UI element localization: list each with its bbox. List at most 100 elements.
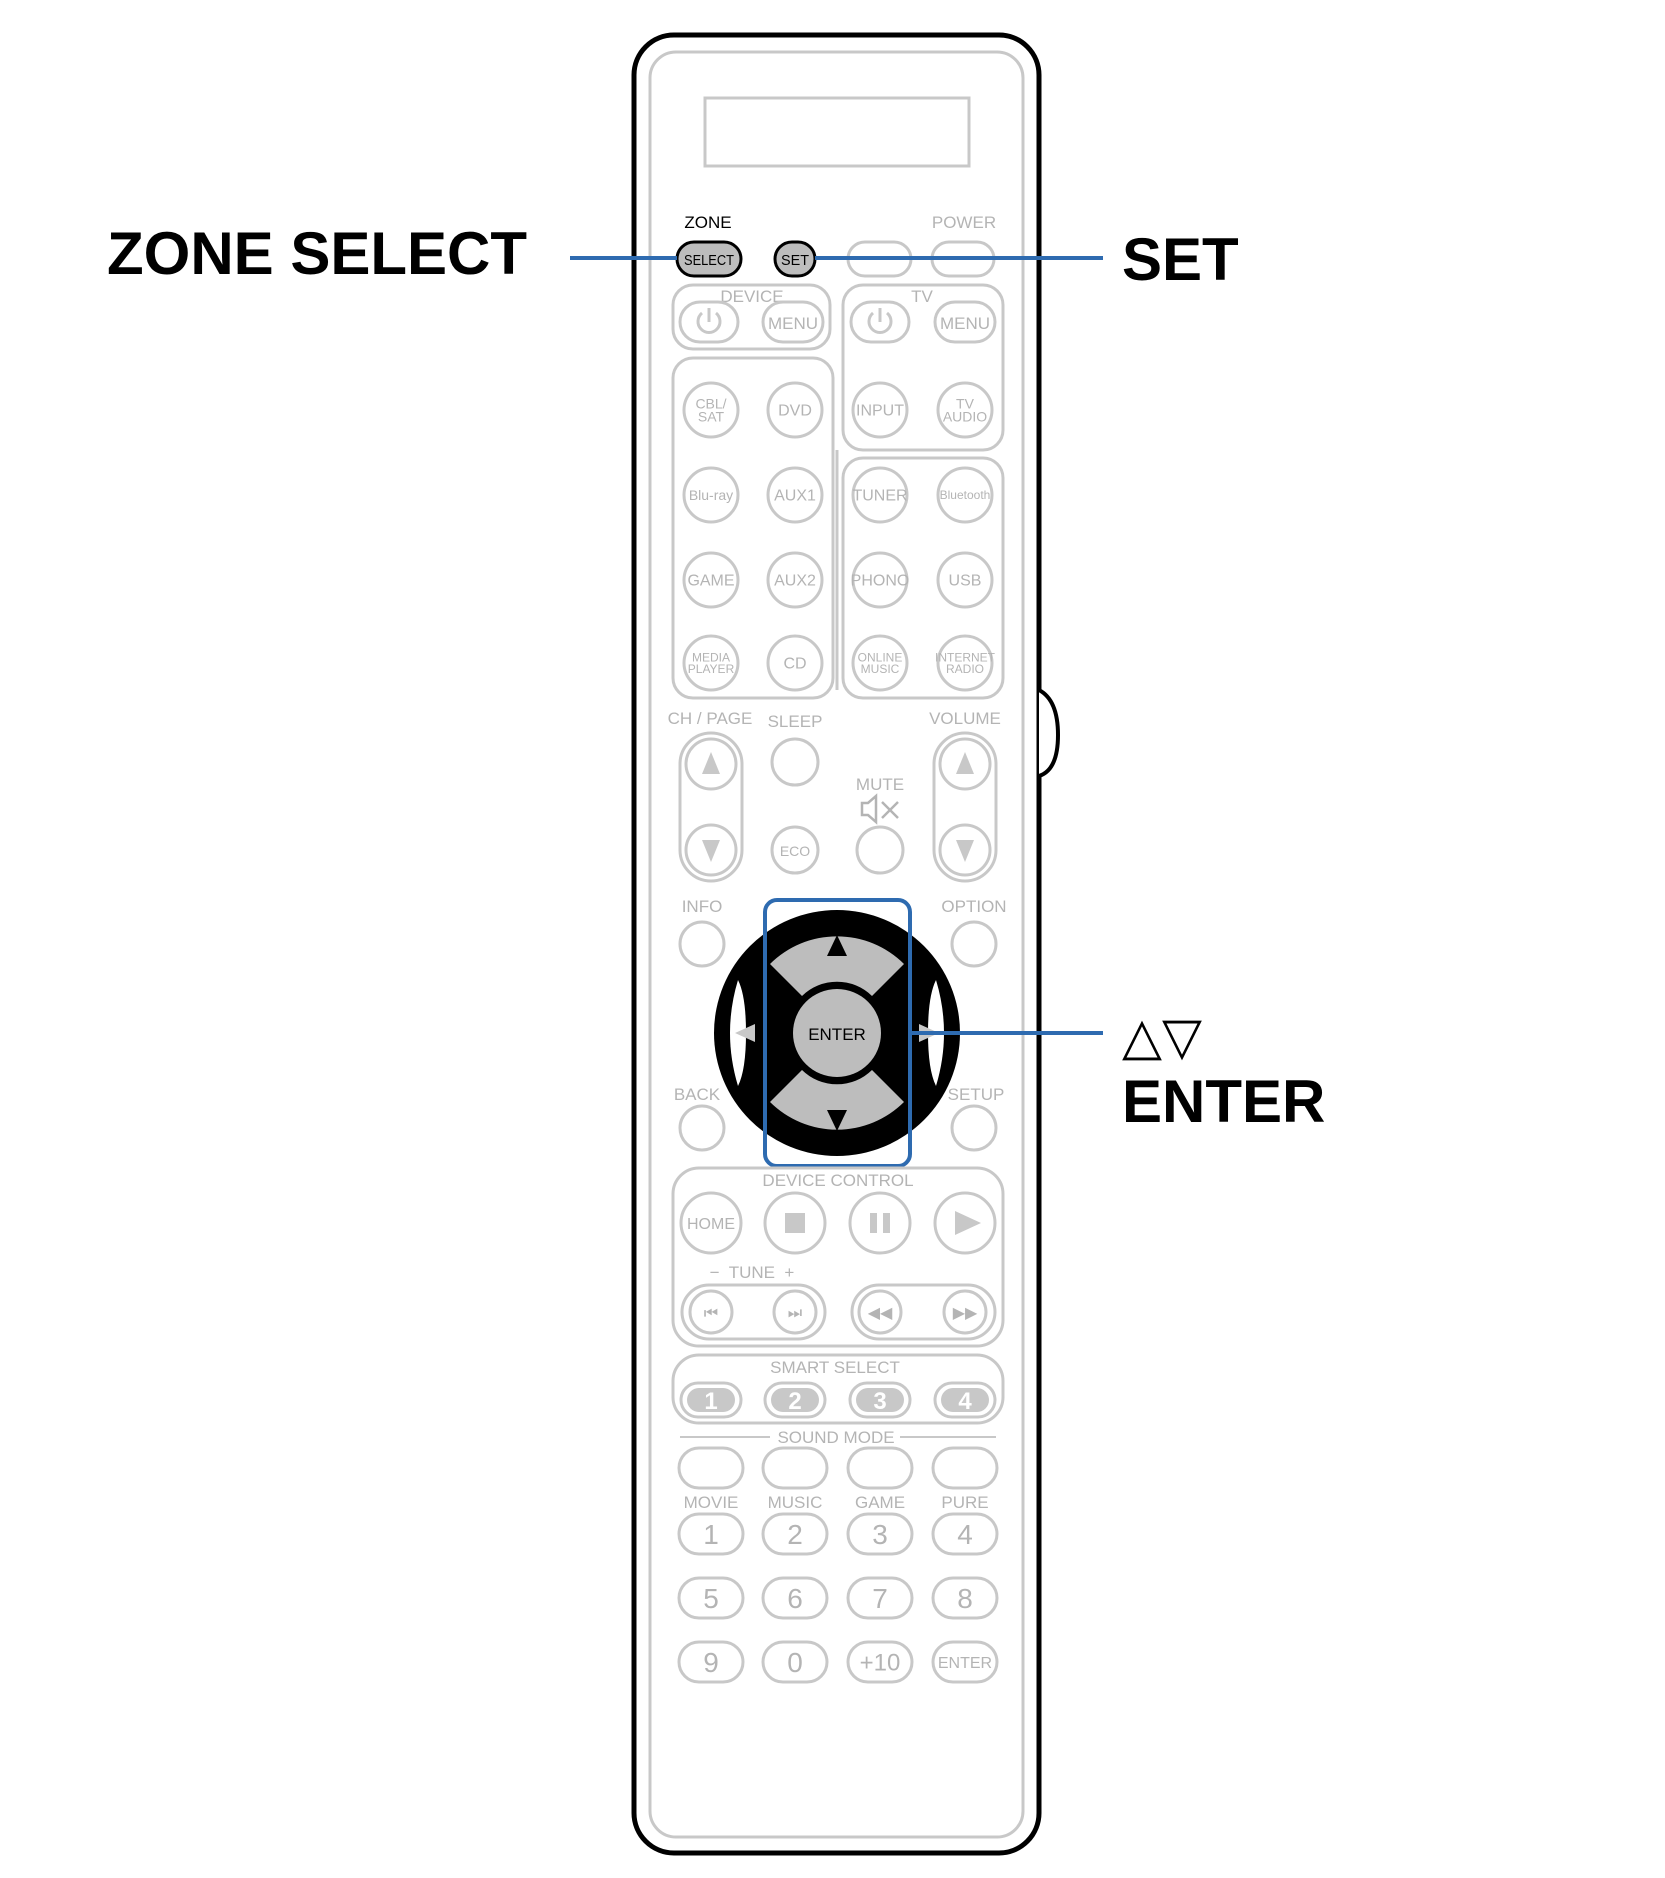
device-menu-button[interactable]: MENU <box>761 300 825 344</box>
remote-inner-outline <box>648 50 1025 1839</box>
set-callout: SET <box>1122 226 1239 293</box>
input-label: INPUT <box>856 403 904 420</box>
zone-select-button[interactable]: SELECT <box>675 240 743 278</box>
stop-button[interactable] <box>763 1191 827 1255</box>
volume-down-button[interactable] <box>938 823 992 877</box>
number-button-4[interactable]: 4 <box>931 1512 999 1556</box>
tv-group-outline <box>841 283 1005 452</box>
ch-page-up-button[interactable] <box>684 737 738 791</box>
tv-menu-button[interactable]: MENU <box>933 300 997 344</box>
source-right-outline <box>841 456 1005 700</box>
setup-button[interactable] <box>950 1104 998 1152</box>
sound-mode-button-pure[interactable] <box>931 1446 999 1490</box>
remote-display-window <box>703 96 971 168</box>
number-button-3[interactable]: 3 <box>846 1512 914 1556</box>
back-button[interactable] <box>678 1104 726 1152</box>
source-button-cbl-sat[interactable]: CBL/SAT <box>682 381 740 439</box>
smart-select-button-1[interactable]: 1 <box>679 1381 743 1419</box>
number-button-0[interactable]: 0 <box>761 1640 829 1684</box>
number-button-10[interactable]: +10 <box>846 1640 914 1684</box>
rewind-button[interactable]: ◀◀ <box>857 1289 903 1335</box>
cursor-down-icon <box>827 1110 847 1131</box>
cursor-up-button[interactable] <box>770 936 904 996</box>
aux1-label: AUX1 <box>774 488 816 505</box>
number-button-5[interactable]: 5 <box>677 1576 745 1620</box>
home-button[interactable]: HOME <box>679 1191 743 1255</box>
sound-mode-button-movie[interactable] <box>677 1446 745 1490</box>
svg-text:HOME: HOME <box>687 1216 735 1233</box>
sound-mode-label-game: GAME <box>855 1493 905 1512</box>
mute-button[interactable] <box>855 825 905 875</box>
number-button-1[interactable]: 1 <box>677 1512 745 1556</box>
smart-select-button-3[interactable]: 3 <box>848 1381 912 1419</box>
zone-select-callout: ZONE SELECT <box>107 220 527 287</box>
number-button-7[interactable]: 7 <box>846 1576 914 1620</box>
number-label: 6 <box>787 1583 803 1614</box>
sound-mode-label-movie: MOVIE <box>684 1493 739 1512</box>
tv-power-button[interactable] <box>849 300 911 344</box>
smart-select-number: 4 <box>958 1388 972 1415</box>
source-button-usb[interactable]: USB <box>936 551 994 609</box>
sleep-button[interactable] <box>770 737 820 787</box>
sound-mode-button-game[interactable] <box>846 1446 914 1490</box>
volume-up-button[interactable] <box>938 737 992 791</box>
skip-back-button[interactable]: ⏮ <box>688 1289 734 1335</box>
source-button-input[interactable]: INPUT <box>851 381 909 439</box>
number-button-2[interactable]: 2 <box>761 1512 829 1556</box>
source-button-tuner[interactable]: TUNER <box>851 466 909 524</box>
remote-side-bump <box>1037 688 1061 778</box>
play-icon <box>955 1211 981 1235</box>
cbl-sat-label: CBL/SAT <box>695 395 726 424</box>
device-power-button[interactable] <box>678 300 740 344</box>
source-button-aux1[interactable]: AUX1 <box>766 466 824 524</box>
option-button[interactable] <box>950 920 998 968</box>
source-button-blu-ray[interactable]: Blu-ray <box>682 466 740 524</box>
option-label: OPTION <box>941 897 1006 916</box>
device-control-label: DEVICE CONTROL <box>762 1171 913 1190</box>
number-label: ENTER <box>938 1655 992 1672</box>
eco-button[interactable]: ECO <box>770 825 820 875</box>
zone-label: ZONE <box>684 213 731 232</box>
search-outline <box>850 1283 997 1341</box>
info-button[interactable] <box>678 920 726 968</box>
sound-mode-button-music[interactable] <box>761 1446 829 1490</box>
tune-outline <box>680 1283 827 1341</box>
number-label: 5 <box>703 1583 719 1614</box>
number-button-9[interactable]: 9 <box>677 1640 745 1684</box>
device-label: DEVICE <box>720 287 783 306</box>
skip-forward-button[interactable]: ⏭ <box>772 1289 818 1335</box>
smart-select-number: 3 <box>873 1388 886 1415</box>
smart-select-button-4[interactable]: 4 <box>933 1381 997 1419</box>
aux2-label: AUX2 <box>774 573 816 590</box>
source-button-game[interactable]: GAME <box>682 551 740 609</box>
number-label: 4 <box>957 1519 973 1550</box>
tv-label: TV <box>911 287 933 306</box>
source-left-outline <box>671 356 835 700</box>
number-button-8[interactable]: 8 <box>931 1576 999 1620</box>
number-button-enter[interactable]: ENTER <box>931 1640 999 1684</box>
source-button-aux2[interactable]: AUX2 <box>766 551 824 609</box>
cursor-down-button[interactable] <box>770 1070 904 1130</box>
source-button-dvd[interactable]: DVD <box>766 381 824 439</box>
number-button-6[interactable]: 6 <box>761 1576 829 1620</box>
source-button-phono[interactable]: PHONO <box>851 551 910 609</box>
ch-page-down-button[interactable] <box>684 823 738 877</box>
set-button[interactable]: SET <box>773 240 817 278</box>
rewind-icon: ◀◀ <box>868 1305 893 1322</box>
cursor-pad: ENTER <box>714 910 960 1156</box>
pause-button[interactable] <box>848 1191 912 1255</box>
tune-label: − TUNE + <box>710 1263 795 1282</box>
sound-mode-label-pure: PURE <box>941 1493 988 1512</box>
enter-button[interactable] <box>793 989 881 1077</box>
play-button[interactable] <box>933 1191 997 1255</box>
fast-forward-button[interactable]: ▶▶ <box>942 1289 988 1335</box>
smart-select-button-2[interactable]: 2 <box>763 1381 827 1419</box>
source-button-cd[interactable]: CD <box>766 634 824 692</box>
source-button-bluetooth[interactable]: Bluetooth <box>936 466 994 524</box>
